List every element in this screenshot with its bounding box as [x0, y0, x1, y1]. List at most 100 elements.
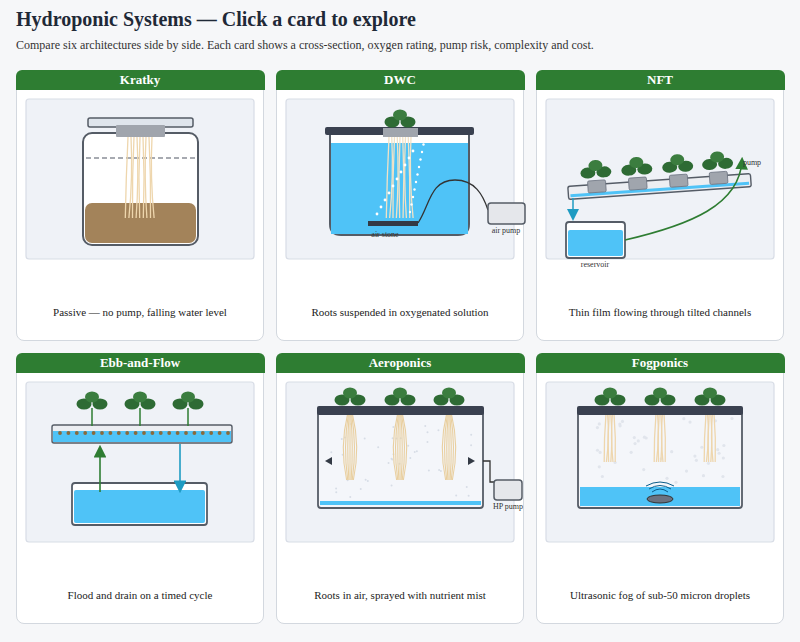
droplet: [695, 459, 698, 462]
net-pot: [383, 128, 418, 137]
flood-water: [53, 431, 231, 442]
card-heading: Ebb-and-Flow: [16, 353, 265, 373]
droplet: [642, 468, 645, 471]
bubble: [413, 188, 415, 190]
droplet: [468, 495, 470, 497]
plant: [385, 110, 416, 128]
root: [352, 414, 356, 480]
root: [450, 414, 451, 480]
droplet: [470, 434, 472, 436]
stem: [139, 408, 141, 426]
droplet: [360, 488, 362, 490]
droplet: [414, 451, 416, 453]
tub: [330, 135, 469, 235]
droplet: [390, 458, 392, 460]
root: [708, 414, 709, 462]
plant: [701, 150, 733, 170]
root: [399, 414, 400, 480]
droplet: [330, 451, 332, 453]
droplet: [596, 426, 599, 429]
bubble: [408, 157, 411, 160]
droplet: [665, 477, 668, 480]
bubble: [412, 150, 415, 153]
net-pot: [587, 180, 606, 193]
grow-medium: [167, 431, 171, 435]
grow-medium: [134, 431, 138, 435]
bubble: [384, 199, 387, 202]
card-description: Thin film flowing through tilted channel…: [542, 306, 778, 318]
droplet: [455, 495, 457, 497]
root: [706, 414, 708, 462]
root: [348, 414, 349, 480]
root-chamber: [318, 408, 483, 508]
root: [393, 137, 395, 218]
droplet: [364, 437, 366, 439]
root: [132, 137, 134, 218]
drain-flow: [179, 444, 181, 490]
root: [408, 137, 410, 218]
root: [451, 414, 455, 480]
grow-medium: [58, 431, 62, 435]
plant: [595, 388, 626, 406]
droplet: [621, 420, 624, 423]
droplet: [682, 417, 685, 420]
grow-medium: [159, 431, 163, 435]
droplet: [599, 451, 602, 454]
bubble: [396, 178, 399, 181]
grow-medium: [226, 431, 230, 435]
root: [403, 137, 404, 218]
bubble: [421, 151, 423, 153]
droplet: [335, 491, 337, 493]
grow-medium: [92, 431, 96, 435]
root: [442, 414, 446, 480]
reservoir: [72, 483, 207, 525]
fog-chamber: [578, 408, 742, 508]
droplet: [409, 457, 411, 459]
droplet: [700, 446, 703, 449]
root: [398, 414, 399, 480]
root: [396, 414, 399, 480]
hp-pump: [494, 480, 522, 500]
air-tube: [418, 180, 488, 223]
reservoir-water: [580, 487, 740, 506]
droplet: [685, 469, 688, 472]
bubble: [418, 166, 420, 168]
root: [448, 414, 449, 480]
plant: [385, 388, 416, 406]
lid: [317, 406, 484, 415]
plant: [173, 392, 204, 410]
net-pot: [628, 177, 647, 190]
droplet: [388, 462, 390, 464]
droplet: [367, 480, 369, 482]
droplet: [598, 465, 601, 468]
droplet: [717, 452, 720, 455]
fog-wave: [652, 489, 668, 492]
droplet: [391, 484, 393, 486]
root: [393, 414, 397, 480]
droplet: [637, 439, 640, 442]
droplet: [716, 448, 719, 451]
droplet: [349, 496, 351, 498]
root: [664, 414, 665, 462]
root: [139, 137, 140, 218]
root: [351, 414, 352, 480]
water-mark: [86, 157, 195, 159]
flood-tray: [52, 425, 232, 443]
root: [125, 137, 128, 218]
droplet: [377, 446, 379, 448]
droplet: [601, 475, 604, 478]
droplet: [618, 424, 621, 427]
bubble: [410, 203, 412, 205]
bubble: [388, 192, 391, 195]
plant: [125, 392, 156, 410]
grow-medium: [125, 431, 129, 435]
droplet: [392, 426, 394, 428]
illustration-panels: [26, 99, 774, 542]
return-flow: [572, 198, 574, 218]
root: [445, 414, 448, 480]
card-description: Roots suspended in oxygenated solution: [282, 306, 518, 318]
root: [399, 137, 400, 218]
droplet: [407, 445, 409, 447]
droplet: [670, 450, 673, 453]
plant: [661, 153, 693, 173]
